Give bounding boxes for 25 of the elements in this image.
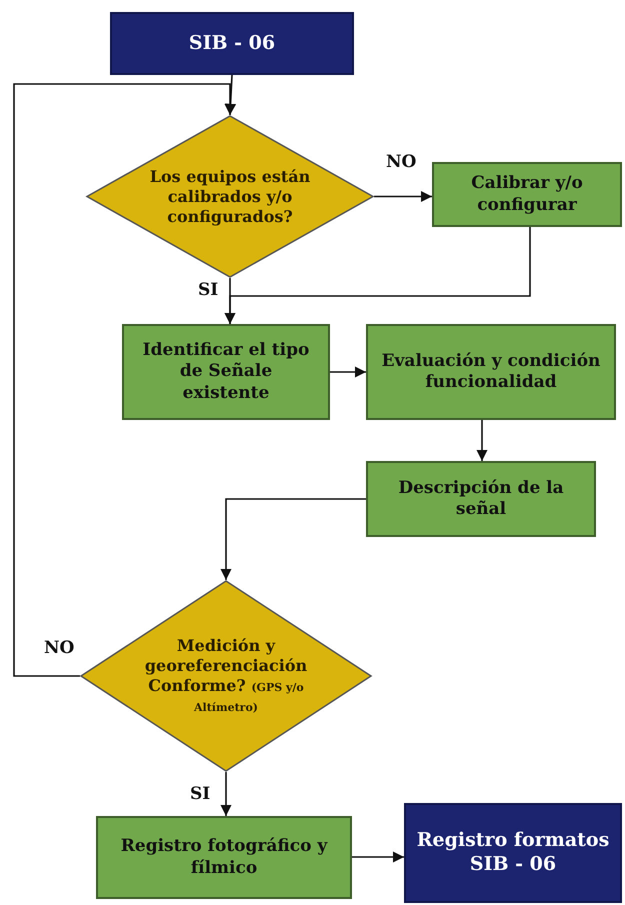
node-text: Evaluación y condición funcionalidad [380, 350, 602, 394]
arrow [220, 498, 366, 580]
node-text: Calibrar y/o configurar [470, 173, 584, 216]
arrow [224, 74, 236, 116]
arrow [374, 190, 432, 202]
arrow [220, 772, 232, 816]
process-box [366, 324, 616, 420]
node-text: Registro formatos SIB - 06 [416, 829, 610, 877]
process-box [432, 162, 622, 227]
terminal-box [404, 803, 622, 903]
arrow [13, 83, 236, 677]
node-text: Identificar el tipo de Señale existente [142, 340, 310, 404]
decision-text: Medición y georeferenciación Conforme? (GPS y/o Altímetro) [144, 636, 308, 716]
process-box [122, 324, 330, 420]
node-text: SIB - 06 [188, 32, 276, 56]
node-text: Registro fotográfico y fílmico [120, 836, 329, 879]
process-box [96, 816, 352, 899]
arrow [330, 366, 366, 378]
terminal-box [110, 12, 354, 75]
process-box [366, 461, 596, 537]
node-text: Descripción de la señal [397, 478, 565, 520]
arrow [476, 420, 488, 461]
node-text: Los equipos están calibrados y/o configurados? [148, 166, 312, 226]
arrow [352, 851, 404, 863]
arrow [224, 278, 236, 324]
